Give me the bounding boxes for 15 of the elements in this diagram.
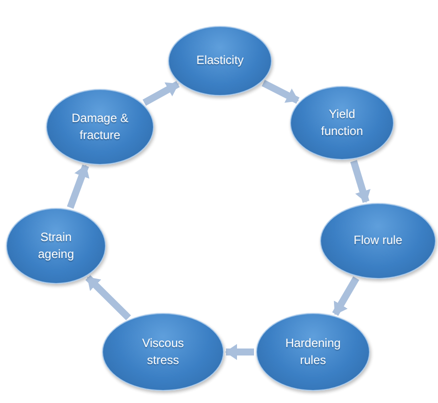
arrow xyxy=(332,276,360,316)
node-label: Elasticity xyxy=(196,52,244,70)
arrow xyxy=(85,275,131,320)
node-label: Viscous stress xyxy=(141,334,185,369)
arrow xyxy=(225,344,254,360)
node-label: Flow rule xyxy=(354,232,402,250)
node-label: Hardening rules xyxy=(284,334,342,369)
node-label: Strain ageing xyxy=(36,228,76,263)
node-label: Yield function xyxy=(320,106,364,140)
arrow xyxy=(142,81,180,106)
arrow xyxy=(66,164,90,209)
node-label: Damage & fracture xyxy=(70,110,130,144)
process-ellipse xyxy=(168,26,272,96)
arrow xyxy=(262,80,300,104)
arrow xyxy=(350,160,370,203)
